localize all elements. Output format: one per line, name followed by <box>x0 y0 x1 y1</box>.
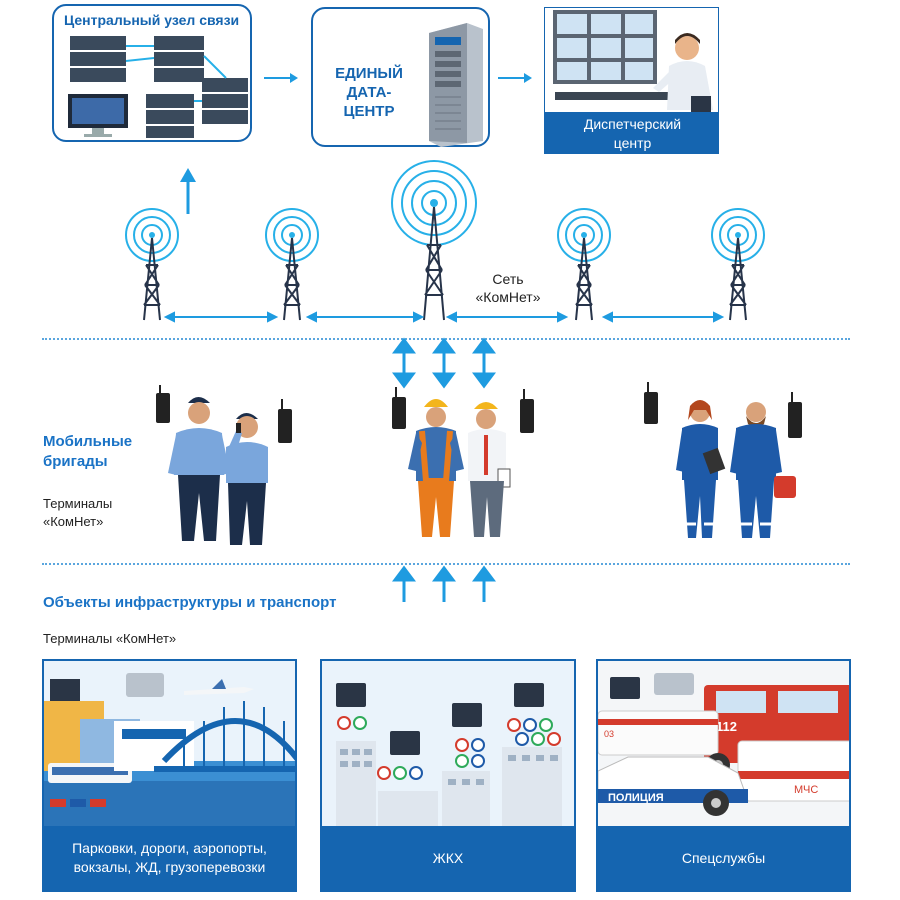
fire-truck-number: 112 <box>716 719 737 734</box>
dispatch-line1: Диспетчерский <box>583 116 682 132</box>
panel-emergency: 112 03 МЧС ПОЛИЦИЯ Спецслужбы <box>596 659 851 892</box>
mobile-terminals-label: Терминалы «КомНет» <box>43 495 112 531</box>
server-racks-icon <box>68 36 248 138</box>
datacenter-box: ЕДИНЫЙ ДАТА-ЦЕНТР <box>311 7 490 147</box>
panel-emergency-caption-line1: Спецслужбы <box>681 849 766 866</box>
utilities-scene-icon <box>322 661 574 831</box>
dispatch-label: Диспетчерский центр <box>545 112 718 153</box>
network-label-line1: Сеть <box>492 271 524 287</box>
mobile-title-line2: бригады <box>43 453 108 470</box>
dispatcher-icon <box>553 10 713 118</box>
mchs-label: МЧС <box>794 784 818 796</box>
server-tower-icon <box>429 23 483 147</box>
network-label: Сеть «КомНет» <box>458 270 558 306</box>
datacenter-label: ЕДИНЫЙ ДАТА-ЦЕНТР <box>323 64 415 121</box>
panel-emergency-caption: Спецслужбы <box>598 826 849 890</box>
panel-utilities: ЖКХ <box>320 659 576 892</box>
dispatch-center-box: Диспетчерский центр <box>544 7 719 154</box>
uplink-arrows <box>392 565 496 602</box>
panel-transport: Парковки, дороги, аэропорты, вокзалы, ЖД… <box>42 659 297 892</box>
police-officers-icon <box>156 385 292 545</box>
panel-transport-caption-line2: вокзалы, ЖД, грузоперевозки <box>73 859 266 875</box>
tower-icon <box>557 208 611 321</box>
network-label-line2: «КомНет» <box>475 289 541 305</box>
flow-arrow-1 <box>264 73 298 83</box>
central-node-title: Центральный узел связи <box>64 12 240 28</box>
panel-utilities-caption: ЖКХ <box>322 826 574 890</box>
infrastructure-title: Объекты инфраструктуры и транспорт <box>43 594 337 611</box>
infrastructure-terminals-label: Терминалы «КомНет» <box>43 631 177 646</box>
divider-bottom <box>42 563 850 565</box>
panel-transport-caption: Парковки, дороги, аэропорты, вокзалы, ЖД… <box>44 826 295 890</box>
police-car-label: ПОЛИЦИЯ <box>608 792 664 804</box>
uplink-arrow <box>180 168 196 214</box>
tower-icon <box>265 208 319 321</box>
transport-scene-icon <box>44 661 295 831</box>
datacenter-line1: ЕДИНЫЙ <box>335 65 403 82</box>
engineers-icon <box>392 387 534 537</box>
main-tower-icon <box>391 160 477 321</box>
mobile-title: Мобильные бригады <box>43 432 132 472</box>
tower-icon <box>125 208 179 321</box>
ambulance-label: 03 <box>604 729 614 739</box>
panel-utilities-caption-line1: ЖКХ <box>432 849 464 866</box>
link-arrows <box>163 311 725 323</box>
divider-top <box>42 338 850 340</box>
panel-transport-caption-line1: Парковки, дороги, аэропорты, <box>72 840 267 856</box>
bidirectional-arrows <box>392 337 496 389</box>
mobile-terminals-line2: «КомНет» <box>43 514 104 529</box>
medics-icon <box>644 382 802 538</box>
dispatch-line2: центр <box>613 135 652 151</box>
mobile-terminals-line1: Терминалы <box>43 496 113 511</box>
flow-arrow-2 <box>498 73 532 83</box>
tower-icon <box>711 208 765 321</box>
central-node-box: Центральный узел связи <box>52 4 252 142</box>
datacenter-line2: ДАТА-ЦЕНТР <box>343 84 395 120</box>
emergency-vehicles-icon: 112 03 МЧС ПОЛИЦИЯ <box>598 661 849 831</box>
mobile-title-line1: Мобильные <box>43 433 133 450</box>
